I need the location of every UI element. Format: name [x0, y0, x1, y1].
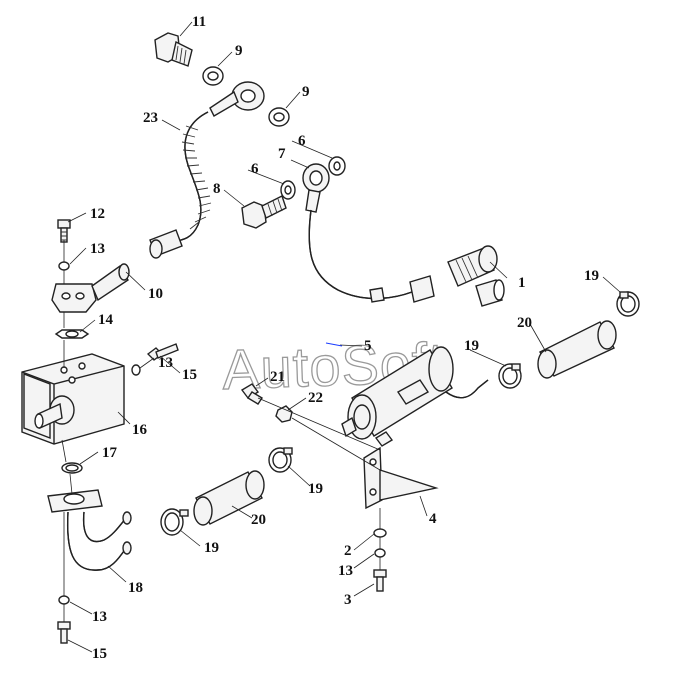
part-15-bolt-upper — [146, 343, 179, 361]
part-10-inlet-flange — [51, 263, 130, 313]
callout-labels: 11 9 9 23 6 7 6 8 1 19 12 13 10 14 20 5 … — [90, 14, 599, 662]
part-4-mounting-bracket — [363, 431, 439, 510]
callout-7: 7 — [278, 146, 286, 162]
callout-11: 11 — [192, 14, 206, 30]
callout-6-right: 6 — [298, 133, 306, 149]
part-13-washer-c — [58, 595, 70, 605]
pressure-pipe — [308, 209, 435, 303]
callout-20-lower: 20 — [251, 512, 266, 528]
callout-9-lower: 9 — [302, 84, 310, 100]
part-11-banjo-bolt — [154, 32, 193, 67]
callout-12: 12 — [90, 206, 105, 222]
part-22-nut — [275, 405, 293, 423]
part-13-washer-d — [374, 548, 386, 558]
part-23-corrugated-hose — [149, 111, 212, 259]
part-3-bolt — [373, 569, 387, 592]
part-9-washer-upper — [202, 66, 224, 86]
part-21-bolt — [240, 383, 263, 405]
callout-14: 14 — [98, 312, 114, 328]
callout-2: 2 — [344, 543, 352, 559]
callout-6-left: 6 — [251, 161, 259, 177]
callout-8: 8 — [213, 181, 221, 197]
callout-22: 22 — [308, 390, 323, 406]
part-6-washer-right — [328, 156, 346, 176]
callout-15-lower: 15 — [92, 646, 107, 662]
callout-19-top-right: 19 — [584, 268, 599, 284]
callout-19-lower-left: 19 — [204, 540, 219, 556]
part-17-o-ring — [61, 462, 83, 474]
callout-19-center: 19 — [308, 481, 323, 497]
part-19-clamp-d — [616, 291, 640, 317]
callout-13-b: 13 — [158, 355, 173, 371]
callout-13-c: 13 — [92, 609, 107, 625]
part-16-hydraulic-pump — [21, 353, 125, 445]
callout-1: 1 — [518, 275, 526, 291]
callout-4: 4 — [429, 511, 437, 527]
callout-10: 10 — [148, 286, 163, 302]
callout-16: 16 — [132, 422, 148, 438]
part-19-clamp-b — [268, 447, 293, 473]
callout-3: 3 — [344, 592, 352, 608]
part-20-hose-upper — [537, 320, 617, 379]
callout-18: 18 — [128, 580, 143, 596]
callout-5: 5 — [364, 338, 372, 354]
part-2-washer — [373, 528, 387, 538]
callout-19-mid: 19 — [464, 338, 479, 354]
part-13-washer-a — [58, 261, 70, 271]
part-9-washer-lower — [268, 107, 290, 127]
part-20-hose-lower — [193, 470, 265, 526]
callout-15-upper: 15 — [182, 367, 197, 383]
part-14-o-ring — [54, 329, 90, 339]
callout-13-a: 13 — [90, 241, 105, 257]
part-1-valve-fitting — [447, 245, 505, 307]
part-6-washer-left — [280, 180, 296, 200]
callout-20-upper: 20 — [517, 315, 532, 331]
callout-23: 23 — [143, 110, 158, 126]
callout-13-d: 13 — [338, 563, 353, 579]
part-7-banjo-fitting — [302, 163, 330, 213]
part-19-clamp-a — [160, 508, 189, 536]
part-5-filter-canister — [341, 346, 489, 440]
part-18-suction-pipe — [47, 489, 132, 571]
callout-9-upper: 9 — [235, 43, 243, 59]
part-19-clamp-c — [498, 363, 522, 389]
callout-21: 21 — [270, 369, 285, 385]
part-8-banjo-bolt — [241, 195, 287, 229]
banjo-fitting-top — [209, 81, 265, 117]
leader-lines — [61, 21, 621, 653]
part-13-washer-b — [131, 364, 141, 376]
part-12-bolt — [57, 219, 71, 243]
callout-17: 17 — [102, 445, 118, 461]
